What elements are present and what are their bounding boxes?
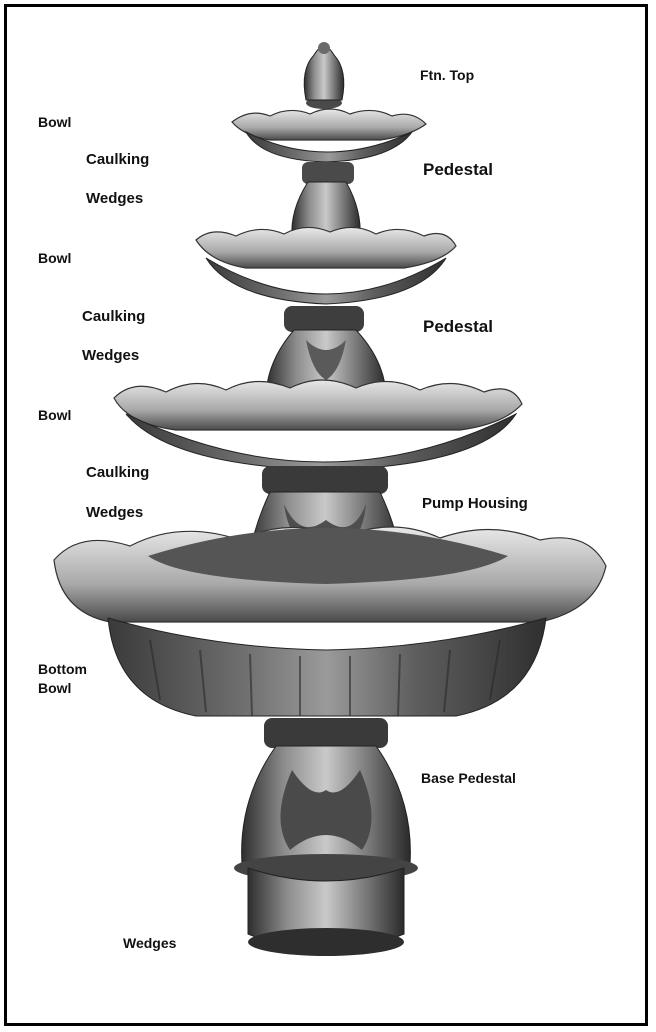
label-wedges-base: Wedges [123,934,176,952]
label-bowl-3: Bowl [38,406,71,424]
label-wedges-2: Wedges [82,347,139,365]
lower-bowl [114,380,522,470]
label-wedges-1: Wedges [86,190,143,208]
label-caulking-3: Caulking [86,464,149,482]
fountain-top [304,42,344,109]
label-bowl-2: Bowl [38,249,71,267]
label-caulking-1: Caulking [86,151,149,169]
bottom-bowl [54,527,606,716]
label-caulking-2: Caulking [82,308,145,326]
label-pedestal-2: Pedestal [423,318,493,336]
middle-bowl [196,227,456,304]
label-pump-housing: Pump Housing [422,495,528,513]
top-bowl [232,109,426,162]
top-pedestal [292,162,360,238]
base-pedestal [234,718,418,956]
label-ftn-top: Ftn. Top [420,66,474,84]
label-pedestal-1: Pedestal [423,161,493,179]
label-bottom-bowl-line1: Bottom [38,660,87,678]
label-base-pedestal: Base Pedestal [421,769,516,787]
label-bowl-1: Bowl [38,113,71,131]
label-bottom-bowl-line2: Bowl [38,679,71,697]
label-wedges-3: Wedges [86,504,143,522]
